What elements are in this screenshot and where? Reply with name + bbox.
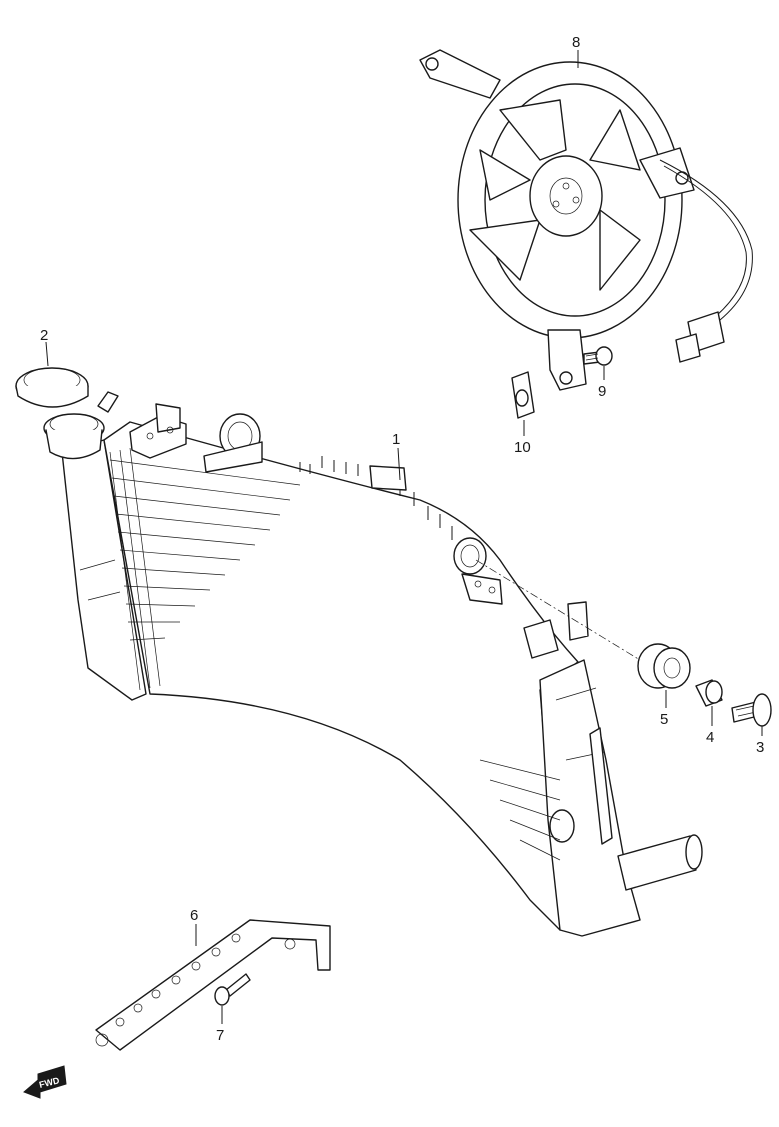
callout-1: 1: [392, 431, 400, 448]
callout-8: 8: [572, 34, 580, 51]
bolt-7-part[interactable]: [214, 973, 251, 1006]
callout-7: 7: [216, 1027, 224, 1044]
callout-10: 10: [514, 439, 531, 456]
cooling-fan-part[interactable]: [419, 49, 753, 391]
bracket-6-part[interactable]: [95, 919, 331, 1051]
radiator-cap-part[interactable]: [15, 367, 89, 408]
callout-2: 2: [40, 327, 48, 344]
fwd-label: FWD: [38, 1075, 61, 1090]
collar-4-part[interactable]: [695, 679, 723, 707]
fwd-arrow-icon: FWD: [23, 1065, 67, 1099]
radiator-part[interactable]: [43, 391, 703, 937]
callout-5: 5: [660, 711, 668, 728]
bolt-3-part[interactable]: [731, 693, 772, 727]
callout-9: 9: [598, 383, 606, 400]
callout-6: 6: [190, 907, 198, 924]
bolt-9-part[interactable]: [583, 346, 613, 366]
callout-4: 4: [706, 729, 714, 746]
nut-10-part[interactable]: [511, 371, 535, 419]
grommet-5-part[interactable]: [637, 643, 691, 689]
callout-3: 3: [756, 739, 764, 756]
